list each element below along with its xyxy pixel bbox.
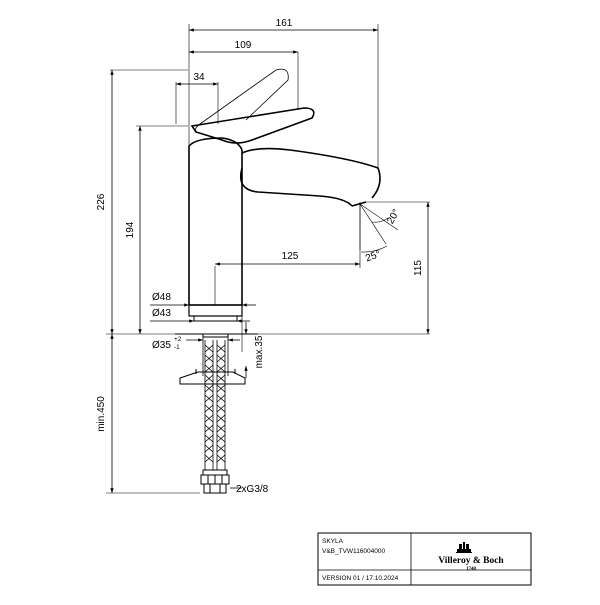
dim-height-overall: 226 [96, 193, 107, 210]
dim-dia-hole-tol-minus: -1 [174, 344, 180, 351]
supply-hoses [204, 340, 226, 470]
title-block [317, 532, 532, 586]
dim-spout-reach: 125 [282, 251, 299, 262]
dim-spout-reach-top: 109 [235, 40, 252, 51]
dim-max-thickness: max.35 [254, 335, 265, 368]
title-product: SKYLA [322, 538, 344, 545]
dim-angle-tilt: 25° [364, 249, 382, 265]
hose-connectors [200, 469, 230, 494]
mounting-base [179, 304, 246, 385]
dim-height-body: 194 [125, 221, 136, 238]
spray-angle-lines [359, 203, 399, 253]
title-code: V&B_TVW116004000 [322, 548, 385, 555]
title-version: VERSION 01 / 17.10.2024 [322, 575, 399, 582]
dim-min-hose: min.450 [96, 396, 107, 432]
castle-logo-icon [456, 542, 472, 553]
dimension-lines [110, 28, 430, 493]
dim-spout-height: 115 [413, 260, 424, 276]
dim-dia-base: Ø43 [152, 308, 171, 319]
brand-year: 1748 [466, 567, 477, 572]
lever-open-position [195, 68, 289, 133]
brand-name: Villeroy & Boch [438, 556, 504, 566]
dim-connection: 2xG3/8 [236, 484, 269, 495]
faucet-outline [188, 107, 381, 306]
dim-dia-hole: Ø35 [152, 340, 171, 351]
dim-dia-hole-tol-plus: +2 [174, 336, 182, 343]
dim-lever-offset: 34 [193, 72, 205, 83]
dim-overall-width: 161 [276, 18, 293, 29]
dim-dia-body: Ø48 [152, 292, 171, 303]
